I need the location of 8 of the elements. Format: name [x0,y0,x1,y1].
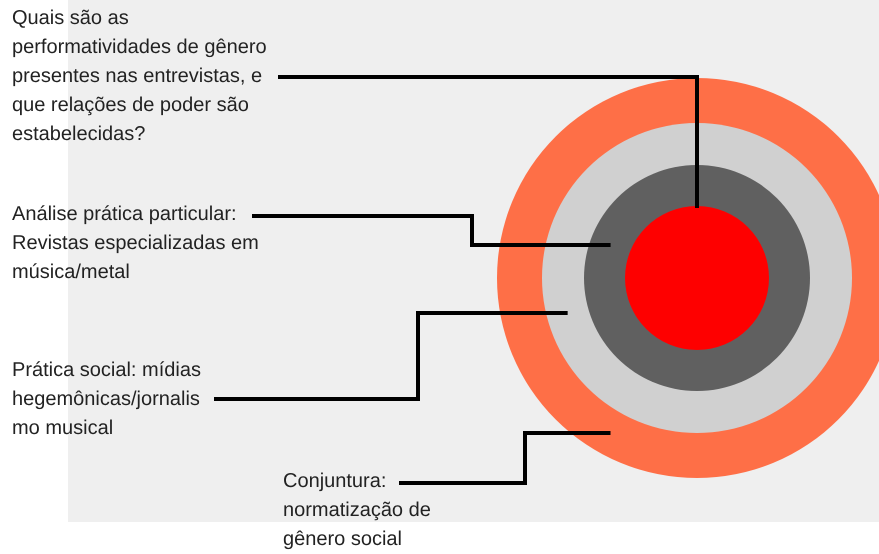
leader-line [399,431,610,485]
question-label: Quais são as performatividades de gênero presentes nas entrevistas, e que relações de poder são estabelecidas? [12,4,292,149]
leader-line [214,311,568,401]
level-label: Análise prática particular: Revistas especializadas em música/metal [12,200,262,287]
level-label: Prática social: mídias hegemônicas/jornalis mo musical [12,356,222,443]
level-label: Conjuntura: normatização de gênero social [283,467,453,554]
leader-line [278,75,699,208]
leader-line [252,214,611,247]
